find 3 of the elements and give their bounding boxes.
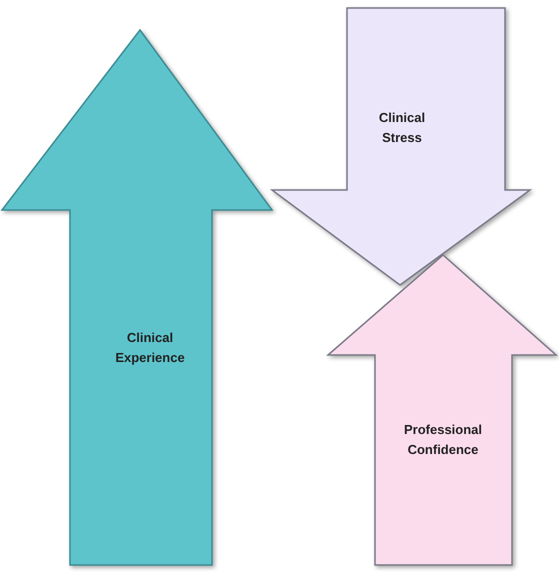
arrow-label: Clinical Experience: [114, 329, 186, 367]
arrow-label: Clinical Stress: [378, 109, 426, 147]
arrow-label: Professional Confidence: [402, 421, 484, 459]
